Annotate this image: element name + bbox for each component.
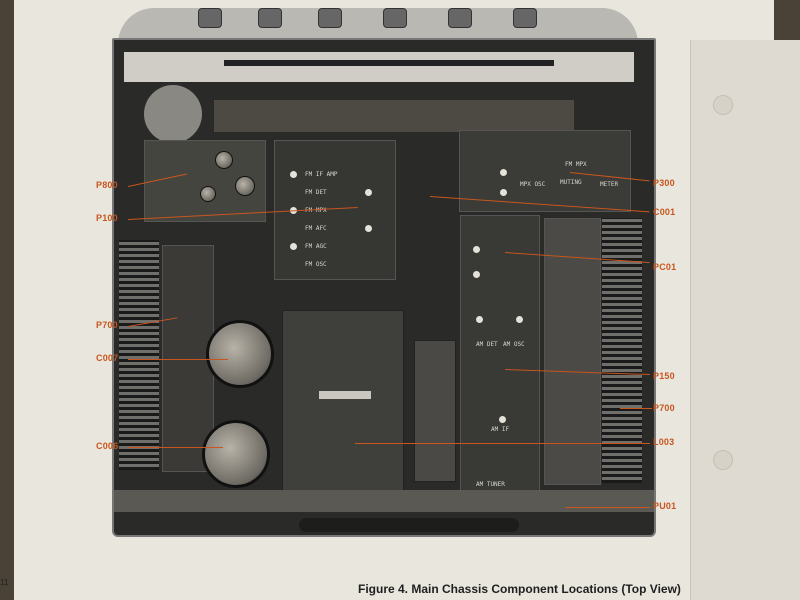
front-knob xyxy=(198,8,222,28)
chassis-photo: FM IF AMP FM DET FM MPX FM AFC FM AGC FM… xyxy=(112,38,656,537)
silk-text: MUTING xyxy=(560,179,582,186)
silk-text: AM TUNER xyxy=(476,481,505,488)
front-knob xyxy=(258,8,282,28)
left-heatsink xyxy=(119,240,159,470)
right-driver-board xyxy=(544,218,601,485)
silk-text: AM DET xyxy=(476,341,498,348)
silk-text: FM OSC xyxy=(305,261,327,268)
callout-pc01: PC01 xyxy=(653,262,677,272)
leader-line xyxy=(565,507,650,508)
adjacent-page-edge xyxy=(690,40,800,600)
silk-text: FM AGC xyxy=(305,243,327,250)
test-point xyxy=(499,416,506,423)
front-subpanel xyxy=(114,490,654,512)
test-point xyxy=(473,246,480,253)
silk-text: FM DET xyxy=(305,189,327,196)
page-edge-number: 11 xyxy=(0,578,9,587)
figure-caption: Figure 4. Main Chassis Component Locatio… xyxy=(358,582,681,596)
leader-line xyxy=(355,443,650,444)
leader-line xyxy=(128,359,228,360)
power-transformer xyxy=(282,310,404,492)
transformer-label xyxy=(319,391,371,399)
callout-l003: L003 xyxy=(653,437,675,447)
test-point xyxy=(365,225,372,232)
test-point xyxy=(290,171,297,178)
silk-text: MPX OSC xyxy=(520,181,546,188)
silk-text: AM OSC xyxy=(503,341,525,348)
filter-capacitor-c007 xyxy=(206,320,274,388)
power-supply-board xyxy=(144,140,266,222)
callout-p800: P800 xyxy=(96,180,118,190)
front-knob xyxy=(513,8,537,28)
silk-text: METER xyxy=(600,181,619,188)
callout-c007: C007 xyxy=(96,353,119,363)
test-point xyxy=(500,189,507,196)
coil-l003 xyxy=(414,340,456,482)
callout-p700-left: P700 xyxy=(96,320,118,330)
binder-hole xyxy=(713,450,733,470)
silk-text: FM AFC xyxy=(305,225,327,232)
callout-c006: C006 xyxy=(96,441,119,451)
binder-hole xyxy=(713,95,733,115)
silk-text: AM IF xyxy=(491,426,510,433)
callout-p150: P150 xyxy=(653,371,675,381)
small-capacitor xyxy=(235,176,255,196)
leader-line xyxy=(620,408,652,409)
test-point xyxy=(500,169,507,176)
small-capacitor xyxy=(200,186,216,202)
front-knob xyxy=(383,8,407,28)
antenna-bar xyxy=(299,518,519,532)
front-knob xyxy=(318,8,342,28)
dial-pointer-track xyxy=(224,60,554,66)
small-capacitor xyxy=(215,151,233,169)
callout-p300: P300 xyxy=(653,178,675,188)
dial-glass xyxy=(124,52,634,82)
test-point xyxy=(476,316,483,323)
silk-text: FM MPX xyxy=(565,161,587,168)
test-point xyxy=(473,271,480,278)
front-knob xyxy=(448,8,472,28)
callout-p100: P100 xyxy=(96,213,118,223)
leader-line xyxy=(128,447,223,448)
silk-text: FM MPX xyxy=(305,207,327,214)
filter-capacitor-c006 xyxy=(202,420,270,488)
left-driver-board xyxy=(162,245,214,472)
dial-string-pulley xyxy=(144,85,202,143)
am-tuner-board: AM TUNER AM IF AM DET AM OSC xyxy=(460,215,540,497)
silk-text: FM IF AMP xyxy=(305,171,338,178)
callout-pu01: PU01 xyxy=(653,501,677,511)
test-point xyxy=(290,243,297,250)
fm-mpx-board: FM MPX MPX OSC MUTING METER xyxy=(459,130,631,212)
test-point xyxy=(516,316,523,323)
test-point xyxy=(365,189,372,196)
shield-bar xyxy=(214,100,574,132)
callout-c001: C001 xyxy=(653,207,676,217)
callout-p700-right: P700 xyxy=(653,403,675,413)
